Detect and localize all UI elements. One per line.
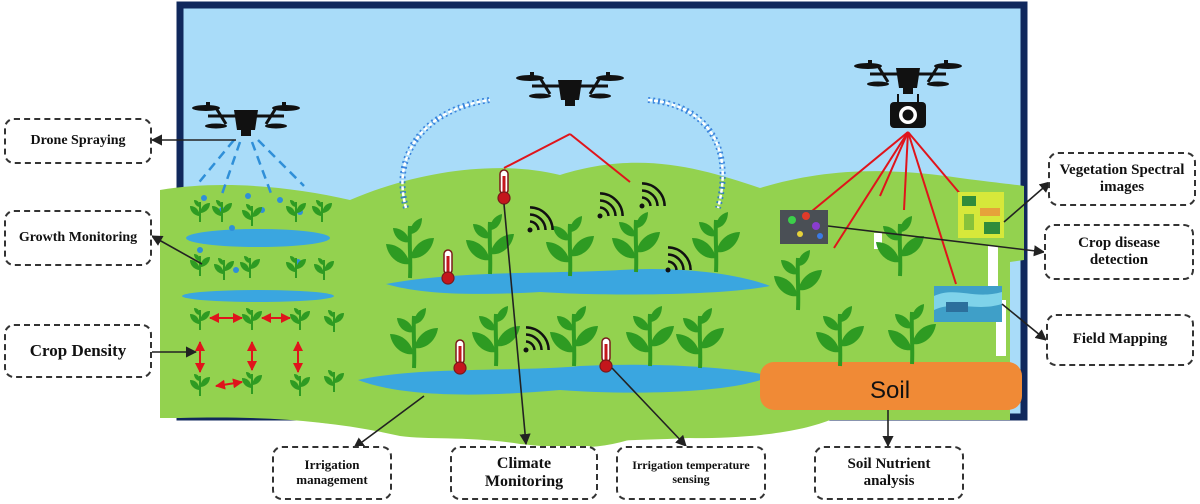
camera-drone-icon <box>852 58 964 128</box>
label-irrigation-management: Irrigation management <box>272 446 392 500</box>
pond-center-top <box>386 268 770 295</box>
field-map-image <box>934 286 1002 322</box>
label-crop-disease-detection: Crop disease detection <box>1044 224 1194 280</box>
data-stream-right <box>647 97 726 209</box>
label-climate-monitoring-text: Climate Monitoring <box>484 454 564 490</box>
spray-lines <box>195 139 305 197</box>
label-crop-disease-detection-text: Crop disease detection <box>1078 234 1160 268</box>
spectral-image <box>958 192 1004 238</box>
field-bottom-strip <box>300 404 760 444</box>
soil-label: Soil <box>870 377 910 404</box>
label-irrigation-management-text: Irrigation management <box>296 457 368 487</box>
label-vegetation-spectral-images: Vegetation Spectral images <box>1048 152 1196 206</box>
label-drone-spraying-text: Drone Spraying <box>30 132 126 148</box>
label-soil-nutrient-analysis-text: Soil Nutrient analysis <box>847 455 931 489</box>
label-climate-monitoring: Climate Monitoring <box>450 446 598 500</box>
label-drone-spraying: Drone Spraying <box>4 118 152 164</box>
label-growth-monitoring: Growth Monitoring <box>4 210 152 266</box>
pond-left-top <box>186 229 330 247</box>
connector-arrows <box>150 134 1051 449</box>
label-crop-density-text: Crop Density <box>29 341 127 361</box>
label-crop-density: Crop Density <box>4 324 152 378</box>
label-field-mapping: Field Mapping <box>1046 314 1194 366</box>
crop-disease-image <box>780 210 828 244</box>
pond-left-mid <box>182 290 334 302</box>
camera-signal-lines <box>805 131 963 285</box>
density-arrows <box>195 313 303 390</box>
soil-block <box>760 362 1022 410</box>
label-irrigation-temperature-sensing-text: Irrigation temperature sensing <box>632 458 750 486</box>
center-signal-lines <box>503 133 631 183</box>
label-vegetation-spectral-images-text: Vegetation Spectral images <box>1059 161 1185 195</box>
label-irrigation-temperature-sensing: Irrigation temperature sensing <box>616 446 766 500</box>
label-field-mapping-text: Field Mapping <box>1072 331 1168 348</box>
label-growth-monitoring-text: Growth Monitoring <box>18 229 138 245</box>
label-soil-nutrient-analysis: Soil Nutrient analysis <box>814 446 964 500</box>
